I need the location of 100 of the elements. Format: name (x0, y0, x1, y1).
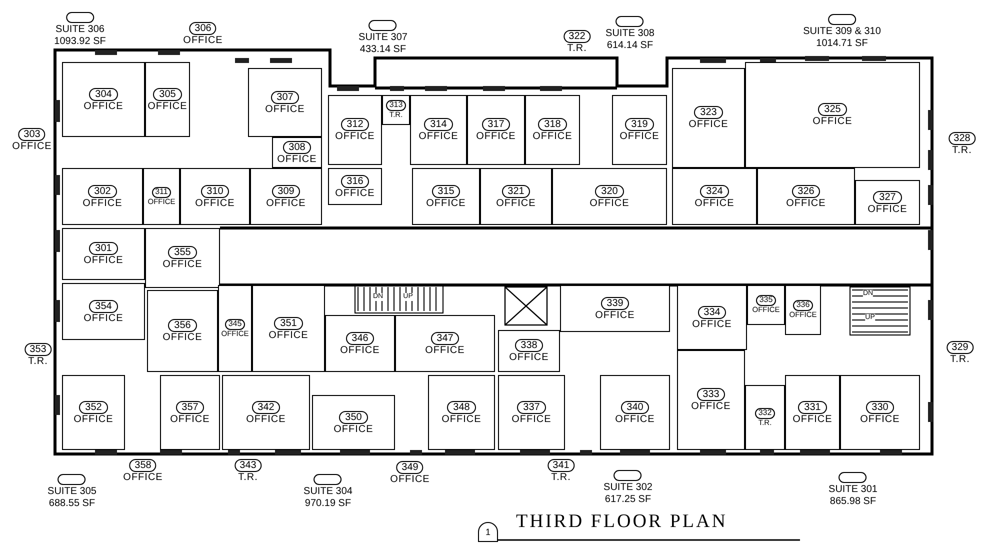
room-number-tag: 310 (200, 184, 230, 198)
room-outline (62, 375, 125, 450)
room-outline (410, 95, 467, 165)
room-type-label: OFFICE (590, 198, 630, 208)
room-number-tag: 309 (272, 184, 300, 198)
room-outline (250, 168, 322, 225)
room-number-tag: 321 (502, 184, 530, 198)
room-outline (428, 375, 495, 450)
room-outline (757, 168, 855, 225)
room-type-label: OFFICE (84, 312, 124, 324)
room-type-label: OFFICE (792, 414, 832, 424)
room-outline (747, 285, 785, 325)
room-number-tag: 346 (346, 332, 374, 344)
room-number-tag: 342 (252, 400, 280, 414)
room-outline (498, 330, 560, 372)
room-type-label: OFFICE (688, 119, 728, 130)
room-type-label: OFFICE (334, 424, 374, 434)
room-type-label: T.R. (551, 472, 571, 484)
room-outline (222, 375, 310, 450)
room-type-label: OFFICE (868, 204, 908, 214)
room-type-label: OFFICE (509, 352, 549, 363)
room-outline (412, 168, 480, 225)
room-number-tag: 319 (625, 118, 654, 131)
room-outline (672, 68, 745, 168)
room-type-label: OFFICE (277, 154, 317, 164)
room-number-tag: 338 (514, 339, 544, 352)
room-type-label: OFFICE (123, 472, 163, 484)
room-outline (745, 62, 920, 168)
room-number-tag: 352 (79, 400, 108, 414)
room-number-tag: 325 (818, 103, 847, 116)
room-type-label: OFFICE (595, 310, 635, 320)
room-number-tag: 357 (176, 400, 204, 414)
room-number-tag: 318 (538, 118, 567, 131)
room-type-label: T.R. (950, 354, 970, 366)
room-type-label: OFFICE (183, 35, 223, 46)
room-outline (328, 95, 382, 165)
room-type-label: OFFICE (162, 259, 202, 270)
room-number-tag: 329 (946, 341, 974, 354)
room-outline (160, 375, 220, 450)
section-marker: 1 (478, 522, 498, 542)
room-type-label: OFFICE (12, 141, 52, 152)
room-outline (395, 315, 495, 372)
room-number-tag: 358 (130, 459, 156, 472)
room-number-tag: 313 (386, 100, 406, 112)
room-outline (480, 168, 552, 225)
room-type-label: T.R. (238, 472, 258, 484)
room-type-label: OFFICE (390, 474, 430, 486)
room-type-label: T.R. (567, 43, 587, 54)
area-label: 617.25 SF (604, 494, 652, 505)
room-outline (677, 285, 747, 350)
room-type-label: OFFICE (691, 401, 731, 412)
room-outline (672, 168, 757, 225)
room-type-label: OFFICE (74, 414, 114, 424)
room-number-tag: 348 (447, 400, 476, 414)
room-type-label: OFFICE (162, 332, 202, 343)
area-label: 688.55 SF (48, 498, 96, 509)
room-number-tag: 301 (89, 242, 118, 255)
room-number-tag: 337 (517, 400, 546, 414)
room-number-tag: 303 (18, 128, 46, 141)
room-number-tag: 316 (340, 174, 370, 188)
room-type-label: OFFICE (335, 131, 375, 142)
area-label: 865.98 SF (830, 496, 876, 507)
room-type-label: OFFICE (426, 198, 466, 208)
room-outline (145, 62, 190, 137)
room-number-tag: 354 (89, 300, 118, 312)
room-outline (272, 137, 322, 168)
room-number-tag: 341 (548, 459, 574, 472)
room-number-tag: 328 (948, 132, 976, 145)
room-type-label: OFFICE (84, 100, 124, 112)
area-label: 433.14 SF (360, 44, 406, 55)
room-type-label: OFFICE (82, 198, 122, 208)
room-number-tag: 306 (190, 22, 216, 35)
room-type-label: OFFICE (615, 414, 655, 424)
room-outline (855, 180, 920, 225)
room-type-label: OFFICE (246, 414, 286, 424)
room-number-tag: 312 (340, 118, 370, 131)
room-outline (62, 168, 143, 225)
room-type-label: OFFICE (512, 414, 552, 424)
room-outline (328, 168, 382, 205)
room-number-tag: 353 (24, 343, 52, 356)
room-number-tag: 347 (430, 332, 460, 344)
room-number-tag: 323 (694, 106, 723, 119)
room-type-label: OFFICE (268, 330, 308, 340)
area-label: 614.14 SF (606, 40, 654, 51)
room-type-label: OFFICE (860, 414, 900, 424)
room-outline (180, 168, 250, 225)
room-number-tag: 351 (274, 316, 303, 330)
room-number-tag: 327 (873, 190, 902, 204)
suite-label: SUITE 301 (828, 484, 878, 496)
room-type-label: OFFICE (418, 131, 458, 142)
room-outline (560, 285, 670, 332)
room-outline (62, 62, 145, 137)
suite-label: SUITE 304 (304, 486, 352, 498)
room-outline (218, 285, 252, 372)
room-number-tag: 330 (866, 400, 894, 414)
room-type-label: OFFICE (340, 344, 380, 356)
room-number-tag: 307 (270, 90, 300, 104)
room-number-tag: 355 (168, 246, 197, 259)
suite-label: SUITE 302 (604, 482, 652, 494)
room-outline (498, 375, 565, 450)
